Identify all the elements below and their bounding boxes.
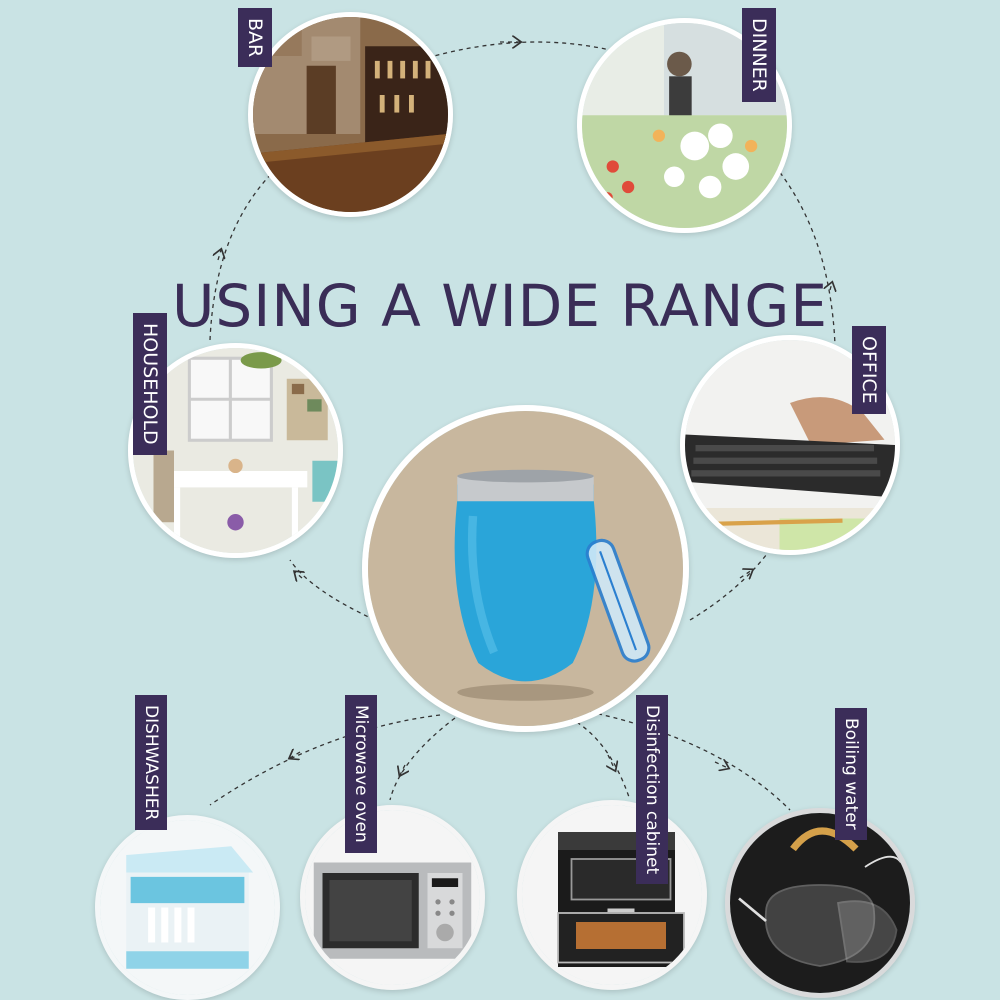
label-boiling: Boiling water — [835, 708, 867, 840]
microwave-scene-image — [300, 805, 485, 990]
household-scene-image — [128, 343, 343, 558]
label-microwave: Microwave oven — [345, 695, 377, 853]
tumbler-product-image — [362, 405, 689, 732]
label-household: HOUSEHOLD — [133, 313, 167, 455]
dishwasher-scene-image — [95, 815, 280, 1000]
label-disinfection: Disinfection cabinet — [636, 695, 668, 885]
boiling-water-scene-image — [725, 808, 915, 998]
label-dishwasher: DISHWASHER — [135, 695, 167, 831]
disinfection-cabinet-scene-image — [517, 800, 707, 990]
label-dinner: DINNER — [742, 8, 776, 102]
dinner-scene-image — [577, 18, 792, 233]
label-bar: BAR — [238, 8, 272, 68]
label-office: OFFICE — [852, 326, 886, 414]
bar-scene-image — [248, 12, 453, 217]
page-title: USING A WIDE RANGE — [171, 272, 829, 340]
